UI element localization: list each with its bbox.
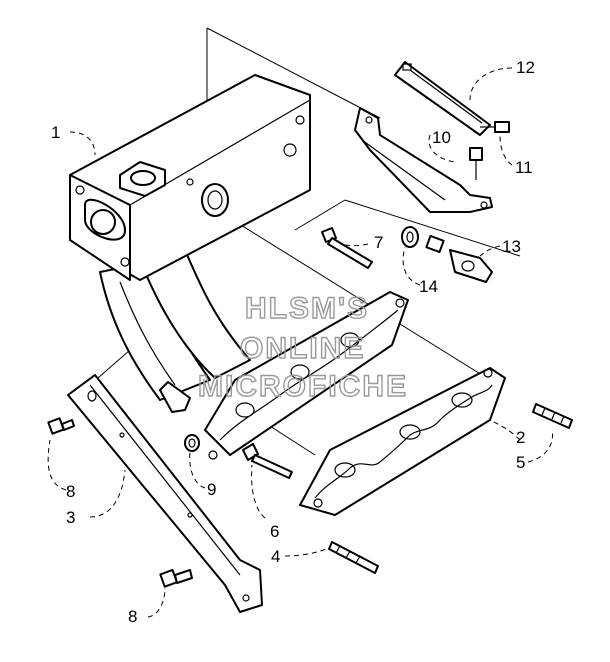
callout-12: 12 — [516, 58, 535, 77]
bolt-11 — [469, 121, 510, 180]
watermark-line-2: ONLINE — [240, 332, 365, 365]
callout-14: 14 — [419, 277, 438, 296]
callout-8-lower: 8 — [128, 607, 137, 626]
mounting-bracket — [354, 107, 493, 213]
callout-10: 10 — [432, 128, 451, 147]
callout-4: 4 — [271, 547, 280, 566]
bolt-7 — [321, 227, 373, 269]
callout-5: 5 — [516, 453, 525, 472]
bolt-8-lower — [159, 568, 193, 588]
watermark: HLSM'S ONLINE MICROFICHE — [197, 291, 408, 403]
stud-4 — [328, 541, 379, 574]
callout-2: 2 — [516, 428, 525, 447]
callout-9: 9 — [207, 480, 216, 499]
callout-labels: 1 2 3 4 5 6 7 8 8 9 10 11 12 13 14 — [51, 58, 535, 626]
callout-11: 11 — [515, 158, 533, 177]
gasket — [299, 367, 506, 516]
washer-14 — [401, 226, 419, 248]
manifold-flange — [204, 291, 409, 460]
intake-body — [69, 74, 311, 401]
strap — [394, 61, 491, 136]
stud-boss — [159, 381, 191, 413]
callout-3: 3 — [66, 508, 75, 527]
callout-8-upper: 8 — [66, 482, 75, 501]
stud-5 — [532, 403, 573, 429]
washer-14-hole — [406, 231, 414, 243]
callout-leaders — [47, 67, 554, 618]
callout-7: 7 — [374, 233, 383, 252]
callout-13: 13 — [502, 237, 521, 256]
callout-6: 6 — [270, 522, 279, 541]
washer-9 — [184, 434, 200, 452]
bracket-bar — [67, 374, 263, 613]
bolt-8-upper — [47, 417, 75, 435]
callout-1: 1 — [51, 123, 60, 142]
watermark-line-3: MICROFICHE — [198, 370, 408, 403]
sensor-13 — [425, 234, 493, 283]
bolt-6 — [242, 443, 293, 479]
watermark-line-1: HLSM'S — [245, 292, 369, 325]
